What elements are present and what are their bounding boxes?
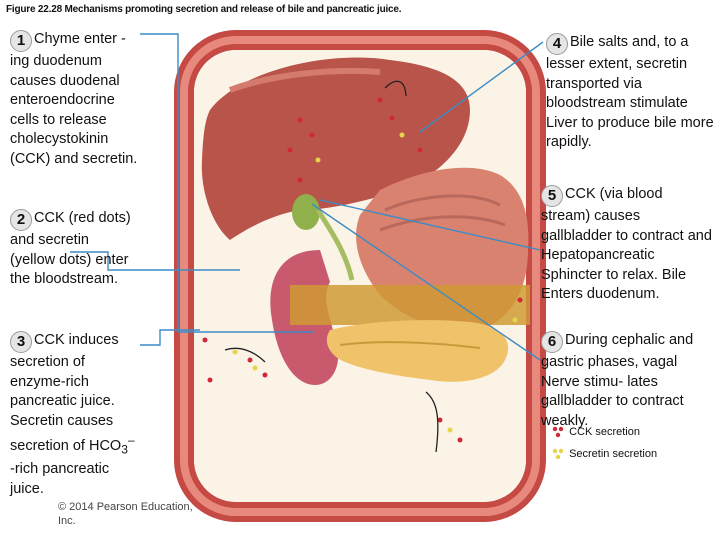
- step-3-text-after: -rich pancreatic juice.: [10, 461, 110, 497]
- figure-title: Figure 22.28 Mechanisms promoting secret…: [6, 4, 402, 15]
- legend-cck-label: CCK secretion: [569, 426, 640, 438]
- secretin-dots: [232, 132, 518, 433]
- liver: [201, 57, 470, 240]
- secretin-dot-icon: [552, 448, 564, 460]
- gallbladder: [292, 194, 320, 230]
- step-5-text: CCK (via blood stream) causes gallbladde…: [541, 186, 712, 302]
- step-2-number: 2: [10, 209, 32, 231]
- step-3-subscript: 3: [121, 442, 128, 457]
- pancreas: [326, 320, 509, 382]
- step-6-number: 6: [541, 331, 563, 353]
- step-3-text-before: CCK induces secretion of enzyme-rich pan…: [10, 332, 122, 454]
- step-1-text: Chyme enter -ing duodenum causes duodena…: [10, 31, 138, 167]
- step-4-text: Bile salts and, to a lesser extent, secr…: [546, 34, 714, 150]
- cck-dots: [202, 97, 523, 443]
- copyright-notice: © 2014 Pearson Education, Inc.: [58, 501, 193, 527]
- leader-lines: [70, 33, 544, 361]
- step-2-text: CCK (red dots) and secretin (yellow dots…: [10, 210, 131, 287]
- step-6-text: During cephalic and gastric phases, vaga…: [541, 332, 694, 429]
- step-4-number: 4: [546, 33, 568, 55]
- step-1-number: 1: [10, 30, 32, 52]
- step-3-number: 3: [10, 331, 32, 353]
- legend-cck: CCK secretion: [552, 425, 640, 439]
- step-3-superscript: –: [127, 433, 135, 447]
- cck-dot-icon: [552, 426, 564, 438]
- legend-secretin: Secretin secretion: [552, 447, 657, 461]
- legend-secretin-label: Secretin secretion: [569, 448, 658, 460]
- step-5-number: 5: [541, 185, 563, 207]
- chyme: [290, 285, 530, 325]
